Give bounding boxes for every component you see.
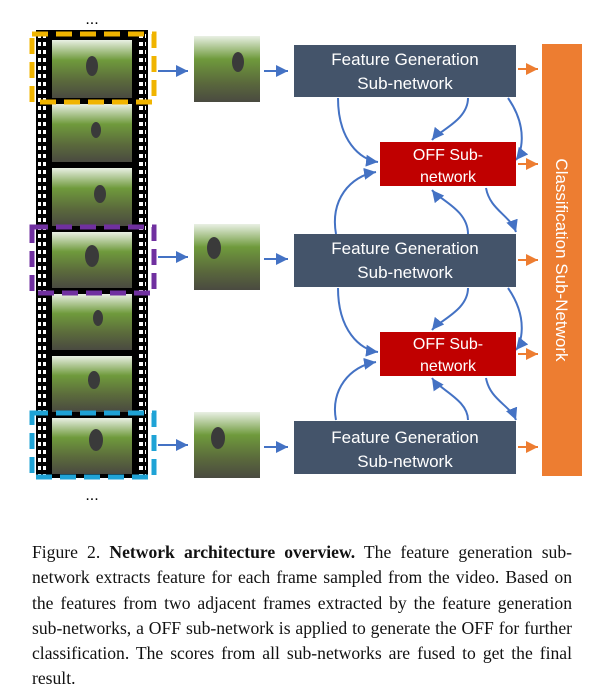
arrow-off1-to-feature2 <box>485 187 518 233</box>
off-label: network <box>420 169 477 186</box>
film-frame <box>52 294 132 350</box>
ellipsis-bottom: ... <box>85 487 98 504</box>
arrow-feature2-to-off2-b <box>431 287 469 331</box>
classification-label: Classification Sub-Network <box>552 158 571 362</box>
arrow-feature2-to-off2-c <box>507 287 529 351</box>
caption-body: The feature generation sub-network extra… <box>32 542 572 689</box>
feature-generation-label: Feature Generation <box>331 428 478 447</box>
feature-generation-label: Sub-network <box>357 74 453 93</box>
figure-caption: Figure 2. Network architecture overview.… <box>32 540 572 692</box>
arrow-feature2-to-off1-a <box>333 167 377 235</box>
feature-generation-label: Sub-network <box>357 452 453 471</box>
arrow-feature1-to-off1-c <box>507 97 529 161</box>
arrow-feature2-to-off2-a <box>337 287 379 357</box>
sampled-frame-3 <box>194 412 260 478</box>
selected-frame-yellow <box>29 31 157 105</box>
off-subnetwork-box-1: OFF Sub- network <box>380 142 516 186</box>
ellipsis-top: ... <box>85 11 98 28</box>
feature-generation-label: Feature Generation <box>331 239 478 258</box>
feature-generation-box-1: Feature Generation Sub-network <box>294 45 516 97</box>
sampled-frame-1 <box>194 36 260 102</box>
feature-generation-label: Feature Generation <box>331 50 478 69</box>
selected-frame-cyan <box>29 410 157 480</box>
selected-frame-purple <box>29 224 157 296</box>
feature-generation-box-2: Feature Generation Sub-network <box>294 234 516 287</box>
feature-generation-label: Sub-network <box>357 263 453 282</box>
classification-subnetwork-box: Classification Sub-Network <box>542 44 582 476</box>
arrow-off2-to-feature3 <box>485 377 518 421</box>
film-frame <box>52 168 132 226</box>
sampled-frame-thumbnails <box>194 36 260 478</box>
arrow-feature1-to-off1-b <box>431 97 469 141</box>
sampled-frame-2 <box>194 224 260 290</box>
network-architecture-figure: ... ... <box>29 11 582 504</box>
arrow-feature2-to-off1-b <box>431 189 469 235</box>
arrow-feature3-to-off2-a <box>333 357 377 421</box>
off-subnetwork-box-2: OFF Sub- network <box>380 332 516 376</box>
off-label: network <box>420 358 477 375</box>
feature-generation-box-3: Feature Generation Sub-network <box>294 421 516 474</box>
caption-title: Network architecture overview. <box>109 542 356 562</box>
arrow-feature3-to-off2-b <box>431 377 469 421</box>
film-frames <box>52 40 132 474</box>
caption-prefix: Figure 2. <box>32 542 101 562</box>
off-label: OFF Sub- <box>413 147 483 164</box>
off-label: OFF Sub- <box>413 336 483 353</box>
arrow-feature1-to-off1-a <box>337 97 379 167</box>
